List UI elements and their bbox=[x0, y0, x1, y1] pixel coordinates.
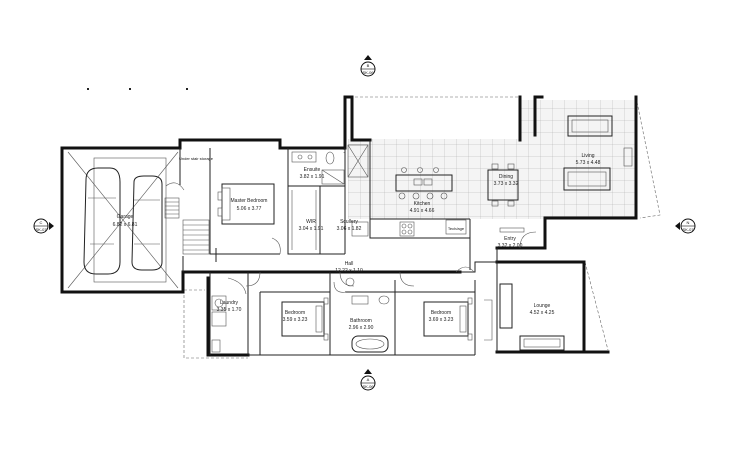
section-marker-south: A SK-06 bbox=[360, 369, 376, 391]
room-labels: Garage 6.82 x 6.81 Master Bedroom 5.06 x… bbox=[113, 153, 601, 331]
bedroom2-bed bbox=[423, 266, 475, 341]
garage-cars bbox=[67, 151, 179, 289]
understair-note: Under stair storage bbox=[179, 156, 214, 161]
laundry-fixtures bbox=[211, 277, 247, 353]
ensuite-size: 3.82 x 1.91 bbox=[300, 174, 325, 180]
bathroom-name: Bathroom bbox=[350, 318, 372, 324]
lounge-size: 4.52 x 4.25 bbox=[530, 310, 555, 316]
section-marker-west: C SK-07 bbox=[33, 218, 54, 234]
wir-size: 3.04 x 1.91 bbox=[299, 226, 324, 232]
stairs bbox=[164, 182, 210, 255]
tech-note: Tech/age bbox=[448, 226, 465, 231]
garage-size: 6.82 x 6.81 bbox=[113, 222, 138, 228]
lounge-sofa bbox=[484, 283, 565, 351]
marker-north-letter: B bbox=[367, 63, 370, 68]
stray-marks bbox=[87, 88, 188, 90]
entry-door bbox=[499, 227, 537, 249]
kitchen-name: Kitchen bbox=[414, 201, 431, 207]
laundry-size: 3.35 x 1.70 bbox=[217, 307, 242, 313]
marker-east-ref: SK-07 bbox=[682, 227, 694, 232]
bedroom1-size: 3.59 x 3.23 bbox=[283, 317, 308, 323]
living-sofas bbox=[563, 115, 633, 191]
living-size: 5.73 x 4.48 bbox=[576, 160, 601, 166]
kitchen-size: 4.91 x 4.66 bbox=[410, 208, 435, 214]
living-name: Living bbox=[581, 153, 594, 159]
bedroom1-name: Bedroom bbox=[285, 310, 305, 316]
marker-east-letter: N bbox=[687, 220, 690, 225]
wir-name: WIR bbox=[306, 219, 316, 225]
hall-doors bbox=[245, 271, 415, 287]
scullery-size: 3.06 x 1.82 bbox=[337, 226, 362, 232]
interior-walls bbox=[179, 140, 498, 356]
marker-north-ref: SK-06 bbox=[362, 70, 374, 75]
dining-size: 3.73 x 3.32 bbox=[494, 181, 519, 187]
hall-name: Hall bbox=[345, 261, 354, 267]
roof-outline bbox=[183, 96, 661, 359]
entry-size: 3.32 x 2.00 bbox=[498, 243, 523, 249]
exterior-walls bbox=[60, 95, 638, 357]
dining-table bbox=[487, 163, 519, 207]
marker-west-letter: C bbox=[40, 220, 43, 225]
laundry-name: Laundry bbox=[220, 300, 239, 306]
bedroom1-bed bbox=[281, 297, 329, 341]
hall-size: 12.22 x 1.10 bbox=[335, 268, 363, 274]
master-name: Master Bedroom bbox=[231, 198, 268, 204]
dining-name: Dining bbox=[499, 174, 513, 180]
kitchen-fixtures bbox=[351, 167, 467, 237]
master-size: 5.06 x 3.77 bbox=[237, 206, 262, 212]
marker-west-ref: SK-07 bbox=[35, 227, 47, 232]
ensuite-fixtures bbox=[291, 151, 345, 185]
marker-south-ref: SK-06 bbox=[362, 384, 374, 389]
section-marker-east: N SK-07 bbox=[675, 218, 696, 234]
wir-shelves bbox=[291, 190, 317, 250]
section-marker-north: B SK-06 bbox=[360, 55, 376, 77]
bathroom-size: 2.96 x 2.90 bbox=[349, 325, 374, 331]
shower bbox=[347, 144, 369, 178]
bathroom-fixtures bbox=[333, 281, 390, 353]
ensuite-name: Ensuite bbox=[304, 167, 321, 173]
marker-south-letter: A bbox=[367, 377, 370, 382]
entry-name: Entry bbox=[504, 236, 516, 242]
lounge-name: Lounge bbox=[534, 303, 551, 309]
scullery-name: Scullery bbox=[340, 219, 358, 225]
master-bed bbox=[217, 183, 281, 255]
garage-name: Garage bbox=[117, 214, 134, 220]
bedroom2-name: Bedroom bbox=[431, 310, 451, 316]
bedroom2-size: 3.69 x 3.23 bbox=[429, 317, 454, 323]
